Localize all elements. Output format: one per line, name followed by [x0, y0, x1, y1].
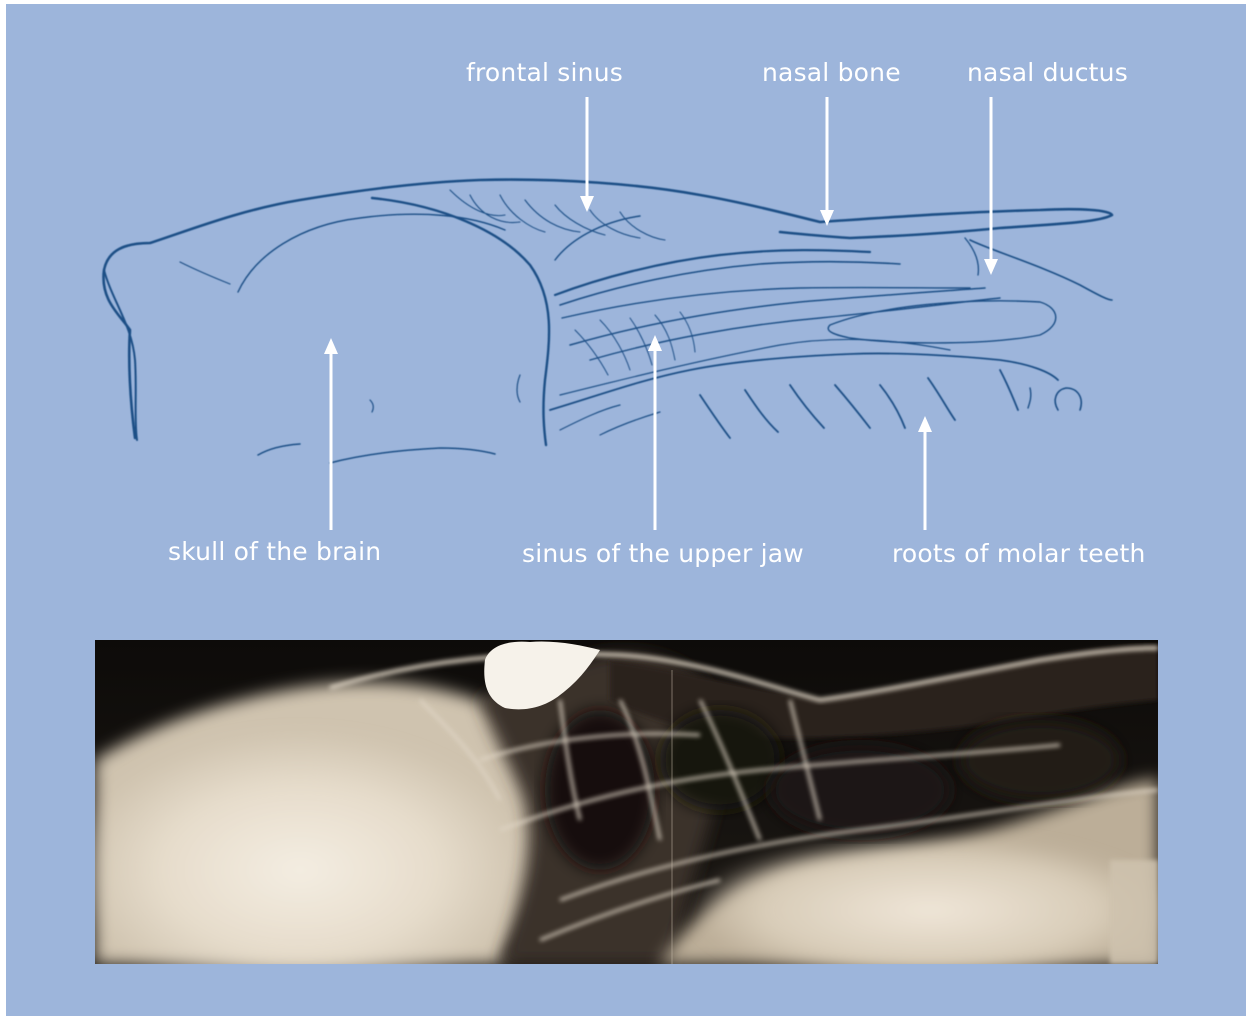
xray-photograph [0, 0, 1250, 1019]
figure-canvas: frontal sinus nasal bone nasal ductus sk… [0, 0, 1250, 1019]
